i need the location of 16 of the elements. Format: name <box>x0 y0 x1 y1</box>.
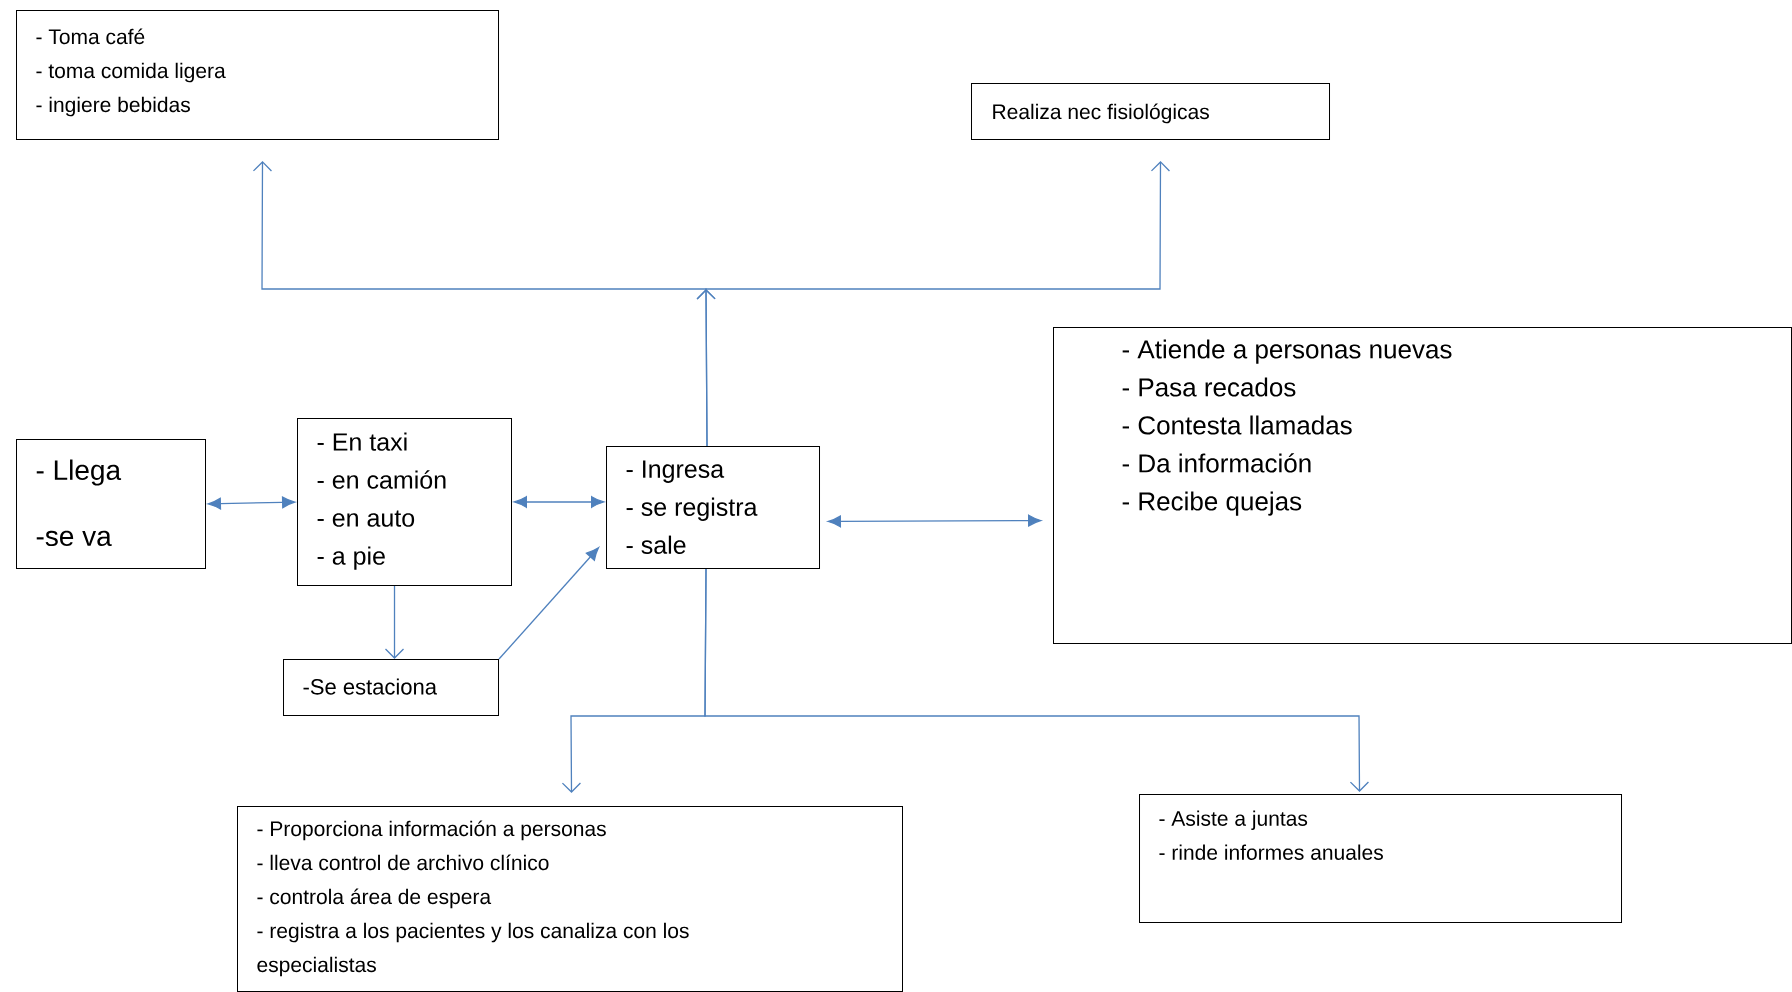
text-box: Realiza nec fisiológicas <box>971 83 1330 140</box>
text-box: - Asiste a juntas - rinde informes anuales <box>1139 794 1622 923</box>
double-arrow <box>513 496 605 508</box>
arrow <box>696 161 1171 447</box>
text-box: - Llega -se va <box>16 439 206 569</box>
arrow <box>498 547 600 660</box>
text-box: - Proporciona información a personas - lleva control de archivo clínico - controla área de espera - registra a los pacientes y los canaliza con los especialistas <box>237 806 903 992</box>
arrow <box>384 585 405 659</box>
text-box: - En taxi - en camión - en auto - a pie <box>297 418 512 586</box>
double-arrow <box>207 496 296 510</box>
text-box: -Se estaciona <box>283 659 499 716</box>
arrow <box>704 568 1370 792</box>
text-box: - Atiende a personas nuevas - Pasa recados - Contesta llamadas - Da información - Recibe quejas <box>1053 327 1792 644</box>
text-box: - Toma café - toma comida ligera - ingiere bebidas <box>16 10 499 140</box>
text-box: - Ingresa - se registra - sale <box>606 446 820 569</box>
double-arrow <box>827 514 1042 528</box>
